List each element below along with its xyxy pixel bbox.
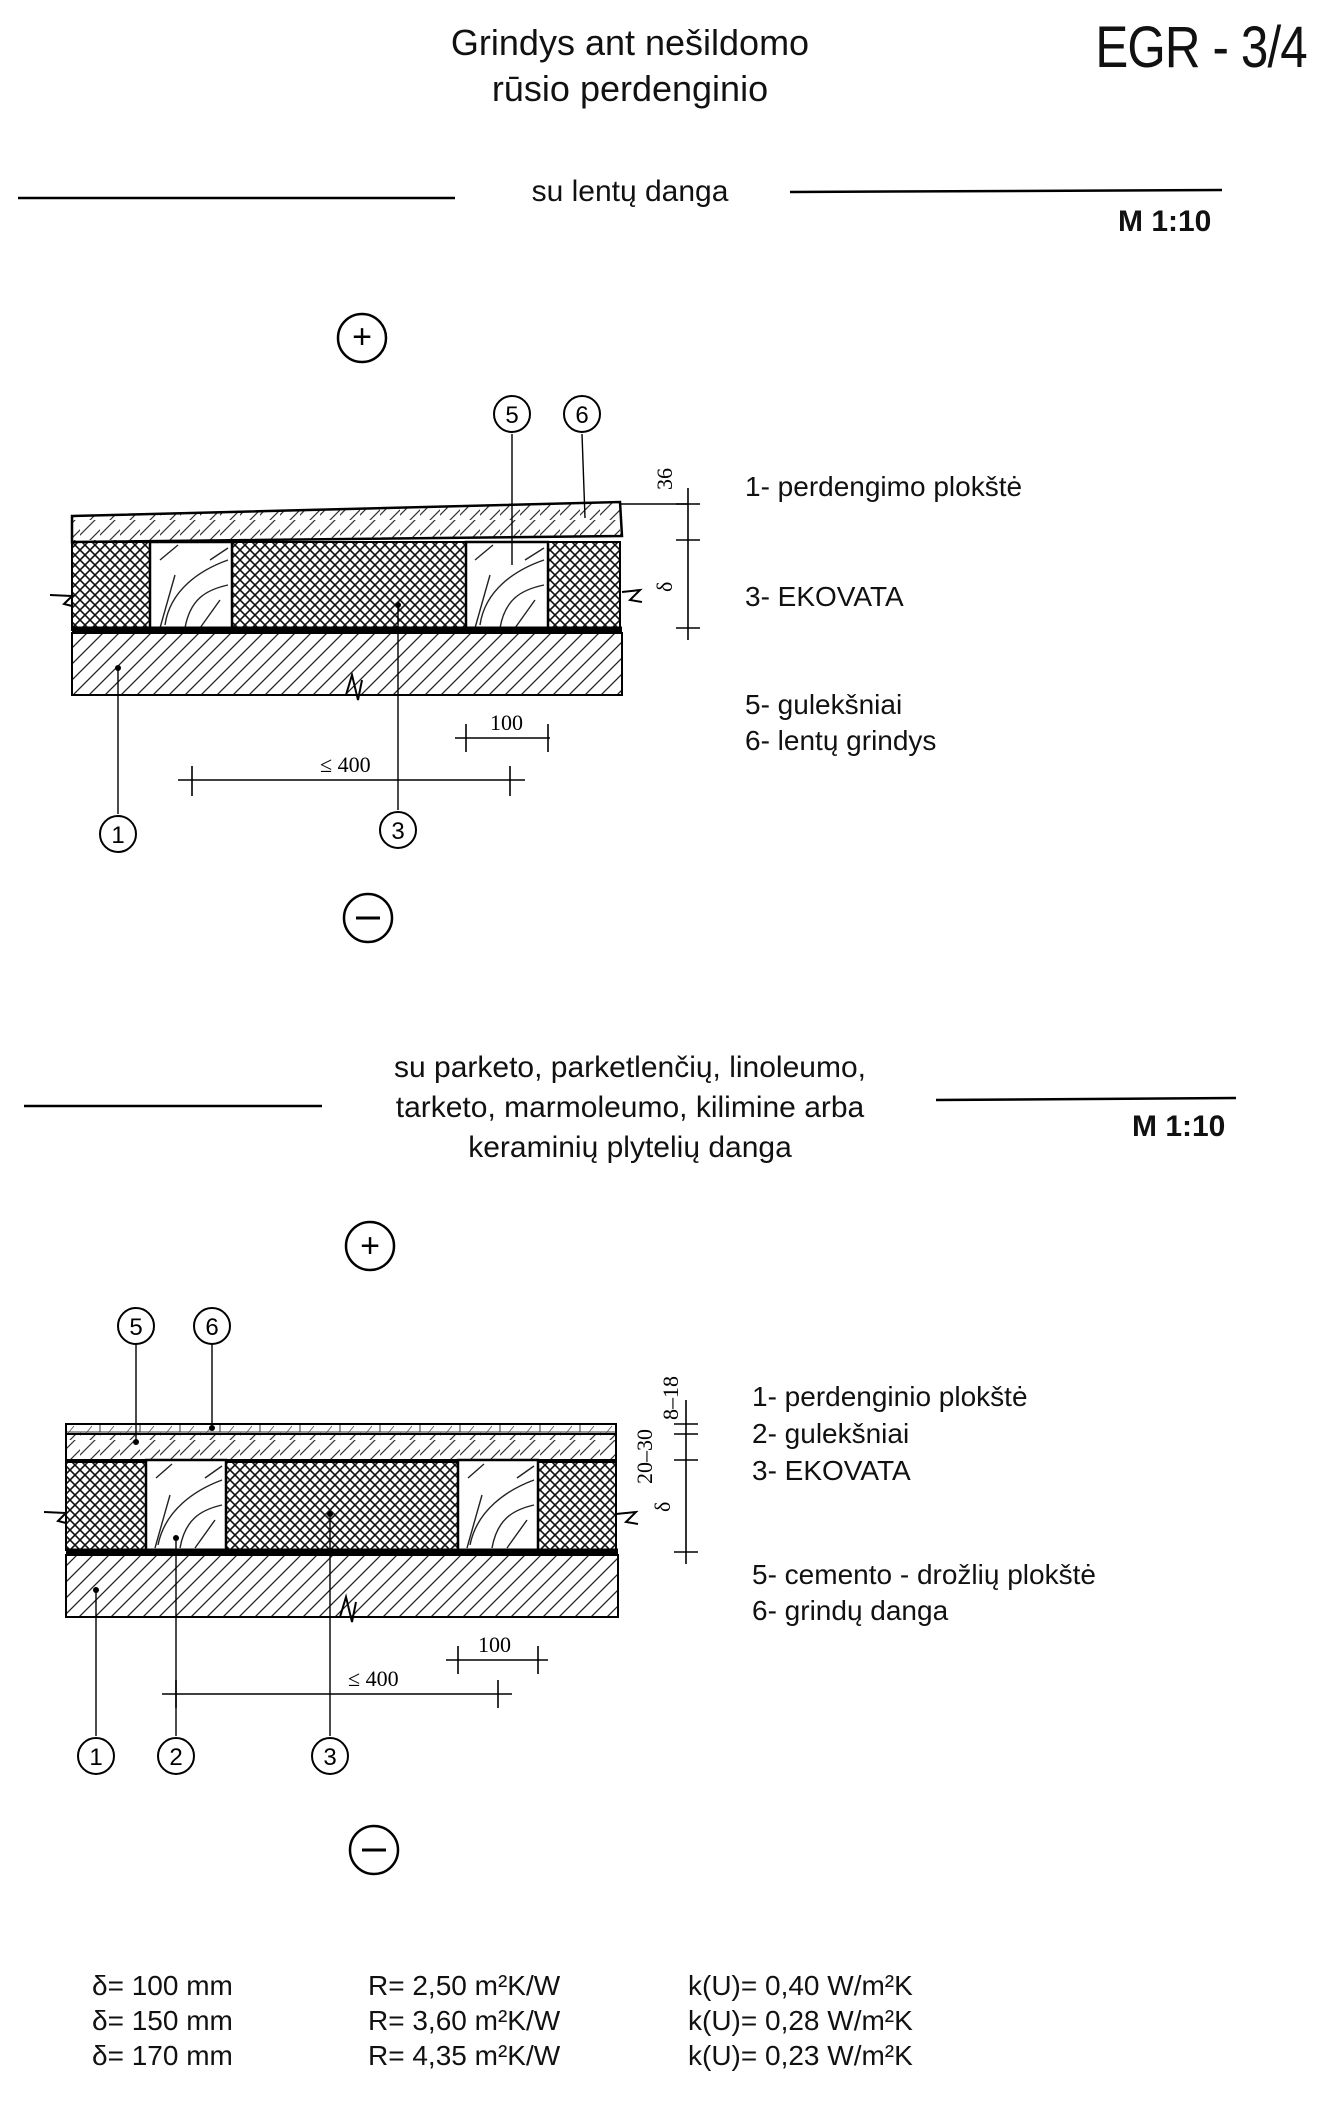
dim-delta: δ: [650, 1502, 675, 1512]
delta-column: δ= 100 mm δ= 150 mm δ= 170 mm: [92, 1968, 233, 2073]
section2-legend-1: 1- perdenginio plokštė: [752, 1381, 1028, 1412]
callout-3: [379, 811, 417, 849]
concrete-slab: [65, 1554, 619, 1618]
callout-2-label: 2: [169, 1744, 182, 1771]
minus-icon: [342, 892, 394, 944]
delta-value: δ= 100 mm: [92, 1970, 233, 2001]
joist-left: [148, 540, 234, 632]
plus-sign: +: [352, 318, 372, 356]
section2-dim-lines: [674, 1400, 698, 1564]
callout-6-label: 6: [575, 402, 588, 429]
dim-20-30: 20–30: [632, 1429, 657, 1484]
callout-5: [117, 1307, 155, 1345]
section1-legend-5: 5- gulekšniai: [745, 689, 903, 720]
break-left: [49, 594, 75, 607]
rule-right-2: [935, 1096, 1237, 1102]
section2-leaders: [95, 1344, 331, 1736]
break-bottom: [345, 671, 363, 701]
page-title: Grindys ant nešildomo rūsio perdenginio: [330, 20, 930, 112]
section1-subtitle: su lentų danga: [531, 175, 729, 208]
break-bottom: [339, 1593, 357, 1623]
joist-grain: [154, 1463, 535, 1549]
delta-value: δ= 150 mm: [92, 2005, 233, 2036]
plus-sign: +: [360, 1227, 380, 1265]
floor-covering: [65, 1423, 617, 1435]
dim-8-18: 8–18: [658, 1376, 683, 1420]
r-value: R= 3,60 m²K/W: [368, 2005, 561, 2036]
callout-1: [99, 815, 137, 853]
callout-6: [193, 1307, 231, 1345]
section2-subtitle-line-3: keraminių plytelių danga: [468, 1131, 792, 1164]
title-line-2: rūsio perdenginio: [491, 68, 769, 109]
k-column: k(U)= 0,40 W/m²K k(U)= 0,28 W/m²K k(U)= …: [688, 1968, 913, 2073]
section2-subtitle-line-2: tarketo, marmoleumo, kilimine arba: [395, 1091, 865, 1124]
k-value: k(U)= 0,28 W/m²K: [688, 2005, 913, 2036]
section2-scale: M 1:10: [1132, 1110, 1226, 1143]
section2-legend-6: 6- grindų danga: [752, 1595, 949, 1626]
k-value: k(U)= 0,40 W/m²K: [688, 1970, 913, 2001]
break-right: [621, 588, 643, 603]
section1-dim-lines: [620, 488, 700, 640]
callout-3: [311, 1737, 349, 1775]
section1-leaders: [117, 433, 586, 814]
section1-legend-6: 6- lentų grindys: [745, 725, 937, 756]
callout-5-label: 5: [505, 402, 518, 429]
section1-scale: M 1:10: [1118, 205, 1212, 238]
callout-5: [493, 395, 531, 433]
callout-3-label: 3: [323, 1744, 336, 1771]
section2-legend-5: 5- cemento - drožlių plokštė: [752, 1559, 1096, 1590]
delta-value: δ= 170 mm: [92, 2040, 233, 2071]
break-left: [43, 1511, 69, 1524]
k-value: k(U)= 0,23 W/m²K: [688, 2040, 913, 2071]
dim-100: 100: [490, 710, 523, 735]
dim-delta: δ: [652, 582, 677, 592]
r-value: R= 4,35 m²K/W: [368, 2040, 561, 2071]
dim-36: 36: [652, 468, 677, 490]
callout-6: [563, 395, 601, 433]
section2-subtitle-line-1: su parketo, parketlenčių, linoleumo,: [394, 1051, 866, 1084]
callout-6-label: 6: [205, 1314, 218, 1341]
section1-drawing: + 36 δ: [49, 312, 700, 944]
r-value: R= 2,50 m²K/W: [368, 1970, 561, 2001]
floor-boards: [70, 500, 624, 544]
rule-right-1: [789, 188, 1223, 194]
minus-icon: [348, 1824, 400, 1876]
concrete-slab: [71, 632, 623, 696]
dim-400: ≤ 400: [348, 1666, 399, 1691]
callout-1-label: 1: [89, 1744, 102, 1771]
callout-1: [77, 1737, 115, 1775]
callout-2: [157, 1737, 195, 1775]
callout-1-label: 1: [111, 822, 124, 849]
section1-legend-3: 3- EKOVATA: [745, 581, 904, 612]
section2-drawing: + 8–18 20–30 δ: [43, 1220, 698, 1876]
plus-icon: [344, 1220, 396, 1272]
plus-icon: [336, 312, 388, 364]
cement-board: [65, 1433, 617, 1461]
section1-dim-bottom: [178, 724, 550, 796]
dim-400: ≤ 400: [320, 752, 371, 777]
section2-legend-3: 3- EKOVATA: [752, 1455, 911, 1486]
section2-subtitle: su parketo, parketlenčių, linoleumo, tar…: [330, 1048, 930, 1168]
break-right: [615, 1510, 639, 1525]
r-column: R= 2,50 m²K/W R= 3,60 m²K/W R= 4,35 m²K/…: [368, 1968, 560, 2073]
callout-3-label: 3: [391, 818, 404, 845]
section2-legend-2: 2- gulekšniai: [752, 1418, 910, 1449]
callout-5-label: 5: [129, 1314, 142, 1341]
title-line-1: Grindys ant nešildomo: [450, 22, 810, 63]
dim-100: 100: [478, 1632, 511, 1657]
drawing-code: EGR - 3/4: [1095, 15, 1307, 80]
section1-legend-1: 1- perdengimo plokštė: [745, 471, 1023, 502]
joist-grain: [159, 544, 545, 629]
